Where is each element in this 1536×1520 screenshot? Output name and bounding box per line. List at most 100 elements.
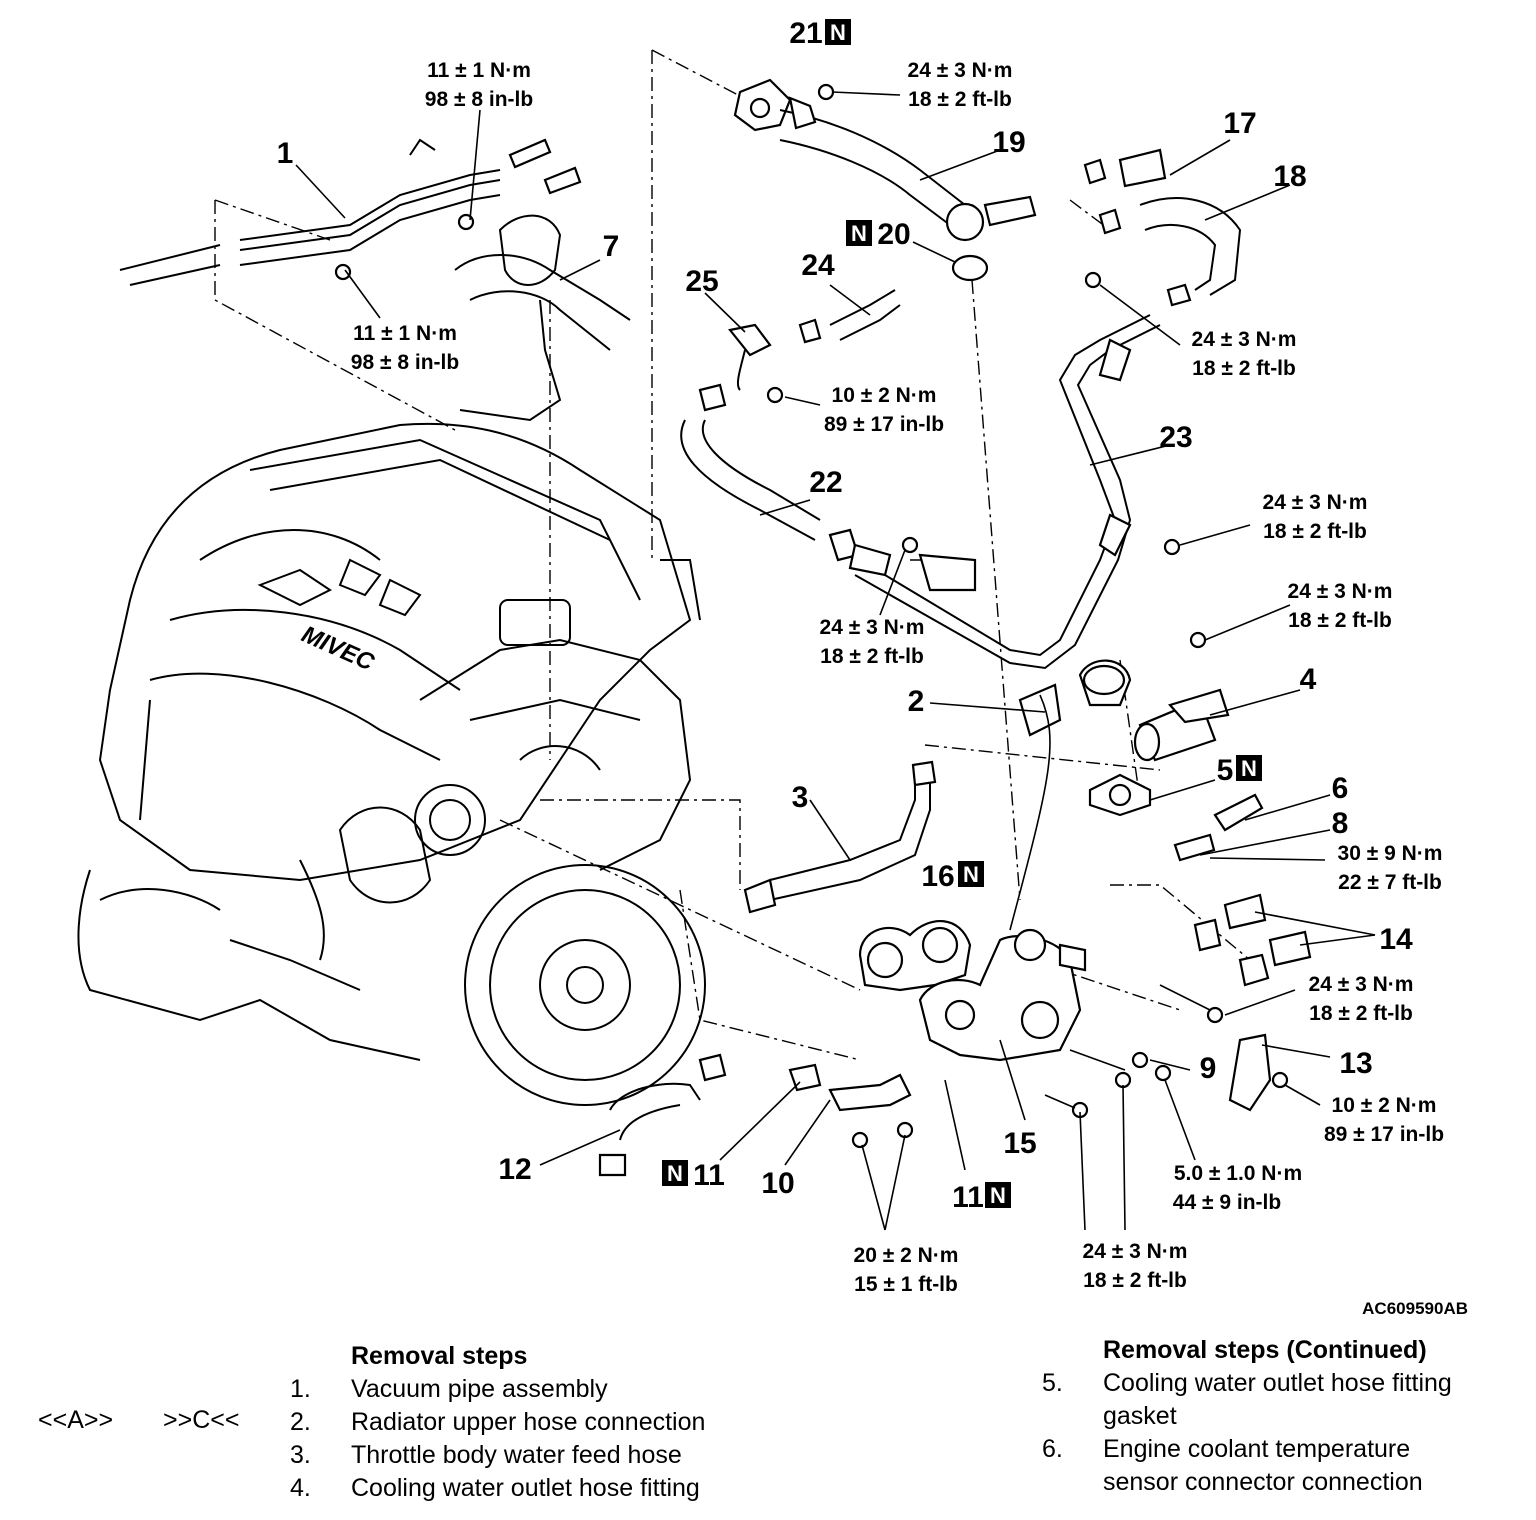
hose-3	[743, 760, 937, 914]
torque-imperial: 22 ± 7 ft-lb	[1338, 871, 1442, 894]
part-label: 19	[992, 126, 1025, 159]
part-label: 23	[1159, 421, 1192, 454]
part-label: 11	[952, 1181, 984, 1214]
torque-metric: 11 ± 1 N·m	[353, 322, 457, 345]
n-mark: N	[851, 221, 867, 246]
removal-step-continuation: gasket	[1103, 1402, 1177, 1430]
part-label: 3	[792, 781, 809, 814]
torque-metric: 10 ± 2 N·m	[832, 384, 937, 407]
part-label: 8	[1332, 807, 1349, 840]
removal-step: 6. Engine coolant temperature	[1042, 1435, 1411, 1463]
part-label: 1	[277, 137, 294, 170]
torque-imperial: 15 ± 1 ft-lb	[854, 1273, 958, 1296]
torque-metric: 24 ± 3 N·m	[820, 616, 925, 639]
part-label: 17	[1223, 107, 1256, 140]
throttle-body-sensor	[454, 214, 631, 422]
removal-steps-heading: Removal steps	[351, 1342, 528, 1370]
part-label: 4	[1300, 663, 1317, 696]
torque-imperial: 18 ± 2 ft-lb	[1309, 1002, 1413, 1025]
torque-imperial: 89 ± 17 in-lb	[824, 413, 944, 436]
part-label: 24	[801, 249, 835, 282]
torque-metric: 24 ± 3 N·m	[1309, 973, 1414, 996]
torque-labels: 11 ± 1 N·m 98 ± 8 in-lb 11 ± 1 N·m 98 ± …	[351, 59, 1444, 1296]
torque-metric: 24 ± 3 N·m	[1263, 491, 1368, 514]
torque-imperial: 18 ± 2 ft-lb	[1263, 520, 1367, 543]
n-mark: N	[990, 1183, 1006, 1208]
part-label: 25	[685, 265, 718, 298]
torque-metric: 11 ± 1 N·m	[427, 59, 531, 82]
torque-imperial: 98 ± 8 in-lb	[351, 351, 459, 374]
part-label: 2	[908, 685, 925, 718]
part-label: 10	[761, 1167, 794, 1200]
part-label: 13	[1339, 1047, 1372, 1080]
n-mark-box	[846, 220, 872, 246]
hose-22	[680, 419, 892, 577]
removal-steps: Removal steps 1. Vacuum pipe assembly 2.…	[290, 1340, 770, 1505]
torque-imperial: 44 ± 9 in-lb	[1173, 1191, 1281, 1214]
torque-metric: 24 ± 3 N·m	[1083, 1240, 1188, 1263]
pipe-10-12-14	[598, 793, 1312, 1177]
fitting-25-24	[698, 289, 901, 412]
gasket-5	[1088, 773, 1152, 817]
torque-imperial: 18 ± 2 ft-lb	[1288, 609, 1392, 632]
o-ring-20	[951, 254, 989, 282]
torque-metric: 24 ± 3 N·m	[908, 59, 1013, 82]
part-labels: 1 2 3 4 5 N 6 7 8 9 10 N 11 11 N 12 13 1…	[277, 17, 1413, 1214]
leader-lines	[295, 91, 1376, 1231]
part-label: 16	[921, 860, 954, 893]
n-mark: N	[963, 862, 979, 887]
torque-metric: 30 ± 9 N·m	[1338, 842, 1443, 865]
removal-step: 5. Cooling water outlet hose fitting	[1042, 1369, 1452, 1397]
n-mark-box	[662, 1160, 688, 1186]
n-mark-box	[825, 19, 851, 45]
removal-step-continuation: sensor connector connection	[1103, 1468, 1423, 1496]
part-label: 7	[603, 230, 620, 263]
removal-step: 3. Throttle body water feed hose	[290, 1441, 682, 1469]
torque-metric: 5.0 ± 1.0 N·m	[1174, 1162, 1302, 1185]
figure-reference: AC609590AB	[1362, 1299, 1468, 1318]
part-label: 6	[1332, 772, 1349, 805]
gasket-16	[858, 920, 972, 992]
mivec-logo: MIVEC	[257, 558, 422, 677]
removal-steps-continued: Removal steps (Continued) 5. Cooling wat…	[1042, 1334, 1512, 1499]
n-mark: N	[1241, 756, 1257, 781]
water-pipe-23	[854, 314, 1161, 670]
service-mark-left: <<A>>	[38, 1406, 114, 1434]
vacuum-pipe-assembly	[119, 138, 582, 286]
part-label: 9	[1200, 1052, 1217, 1085]
hose-fitting-4	[1018, 659, 1230, 762]
torque-imperial: 18 ± 2 ft-lb	[1192, 357, 1296, 380]
svg-text:MIVEC: MIVEC	[298, 621, 379, 677]
part-label: 18	[1273, 160, 1306, 193]
n-mark: N	[830, 20, 846, 45]
part-label: 15	[1003, 1127, 1036, 1160]
torque-metric: 24 ± 3 N·m	[1288, 580, 1393, 603]
bolts	[334, 83, 1289, 1149]
removal-step: 2. Radiator upper hose connection	[290, 1408, 706, 1436]
torque-imperial: 89 ± 17 in-lb	[1324, 1123, 1444, 1146]
water-pipe-19	[733, 78, 1037, 242]
part-label: 5	[1217, 754, 1234, 787]
part-label: 14	[1379, 923, 1413, 956]
part-label: 11	[693, 1159, 725, 1192]
torque-imperial: 98 ± 8 in-lb	[425, 88, 533, 111]
n-mark: N	[667, 1161, 683, 1186]
service-mark-right: >>C<<	[163, 1406, 240, 1434]
assembly-lines	[214, 49, 1251, 1061]
thermostat-housing-15	[918, 928, 1087, 1062]
part-label: 12	[498, 1153, 531, 1186]
removal-steps-continued-heading: Removal steps (Continued)	[1103, 1336, 1427, 1364]
part-label: 20	[877, 218, 910, 251]
removal-step: 1. Vacuum pipe assembly	[290, 1375, 608, 1403]
torque-metric: 10 ± 2 N·m	[1332, 1094, 1437, 1117]
torque-imperial: 18 ± 2 ft-lb	[908, 88, 1012, 111]
hose-17-18	[1083, 148, 1242, 307]
part-label: 22	[809, 466, 842, 499]
n-mark-box	[985, 1182, 1011, 1208]
part-label: 21	[789, 17, 822, 50]
torque-metric: 20 ± 2 N·m	[854, 1244, 959, 1267]
torque-imperial: 18 ± 2 ft-lb	[1083, 1269, 1187, 1292]
n-mark-box	[1236, 755, 1262, 781]
removal-step: 4. Cooling water outlet hose fitting	[290, 1474, 700, 1502]
